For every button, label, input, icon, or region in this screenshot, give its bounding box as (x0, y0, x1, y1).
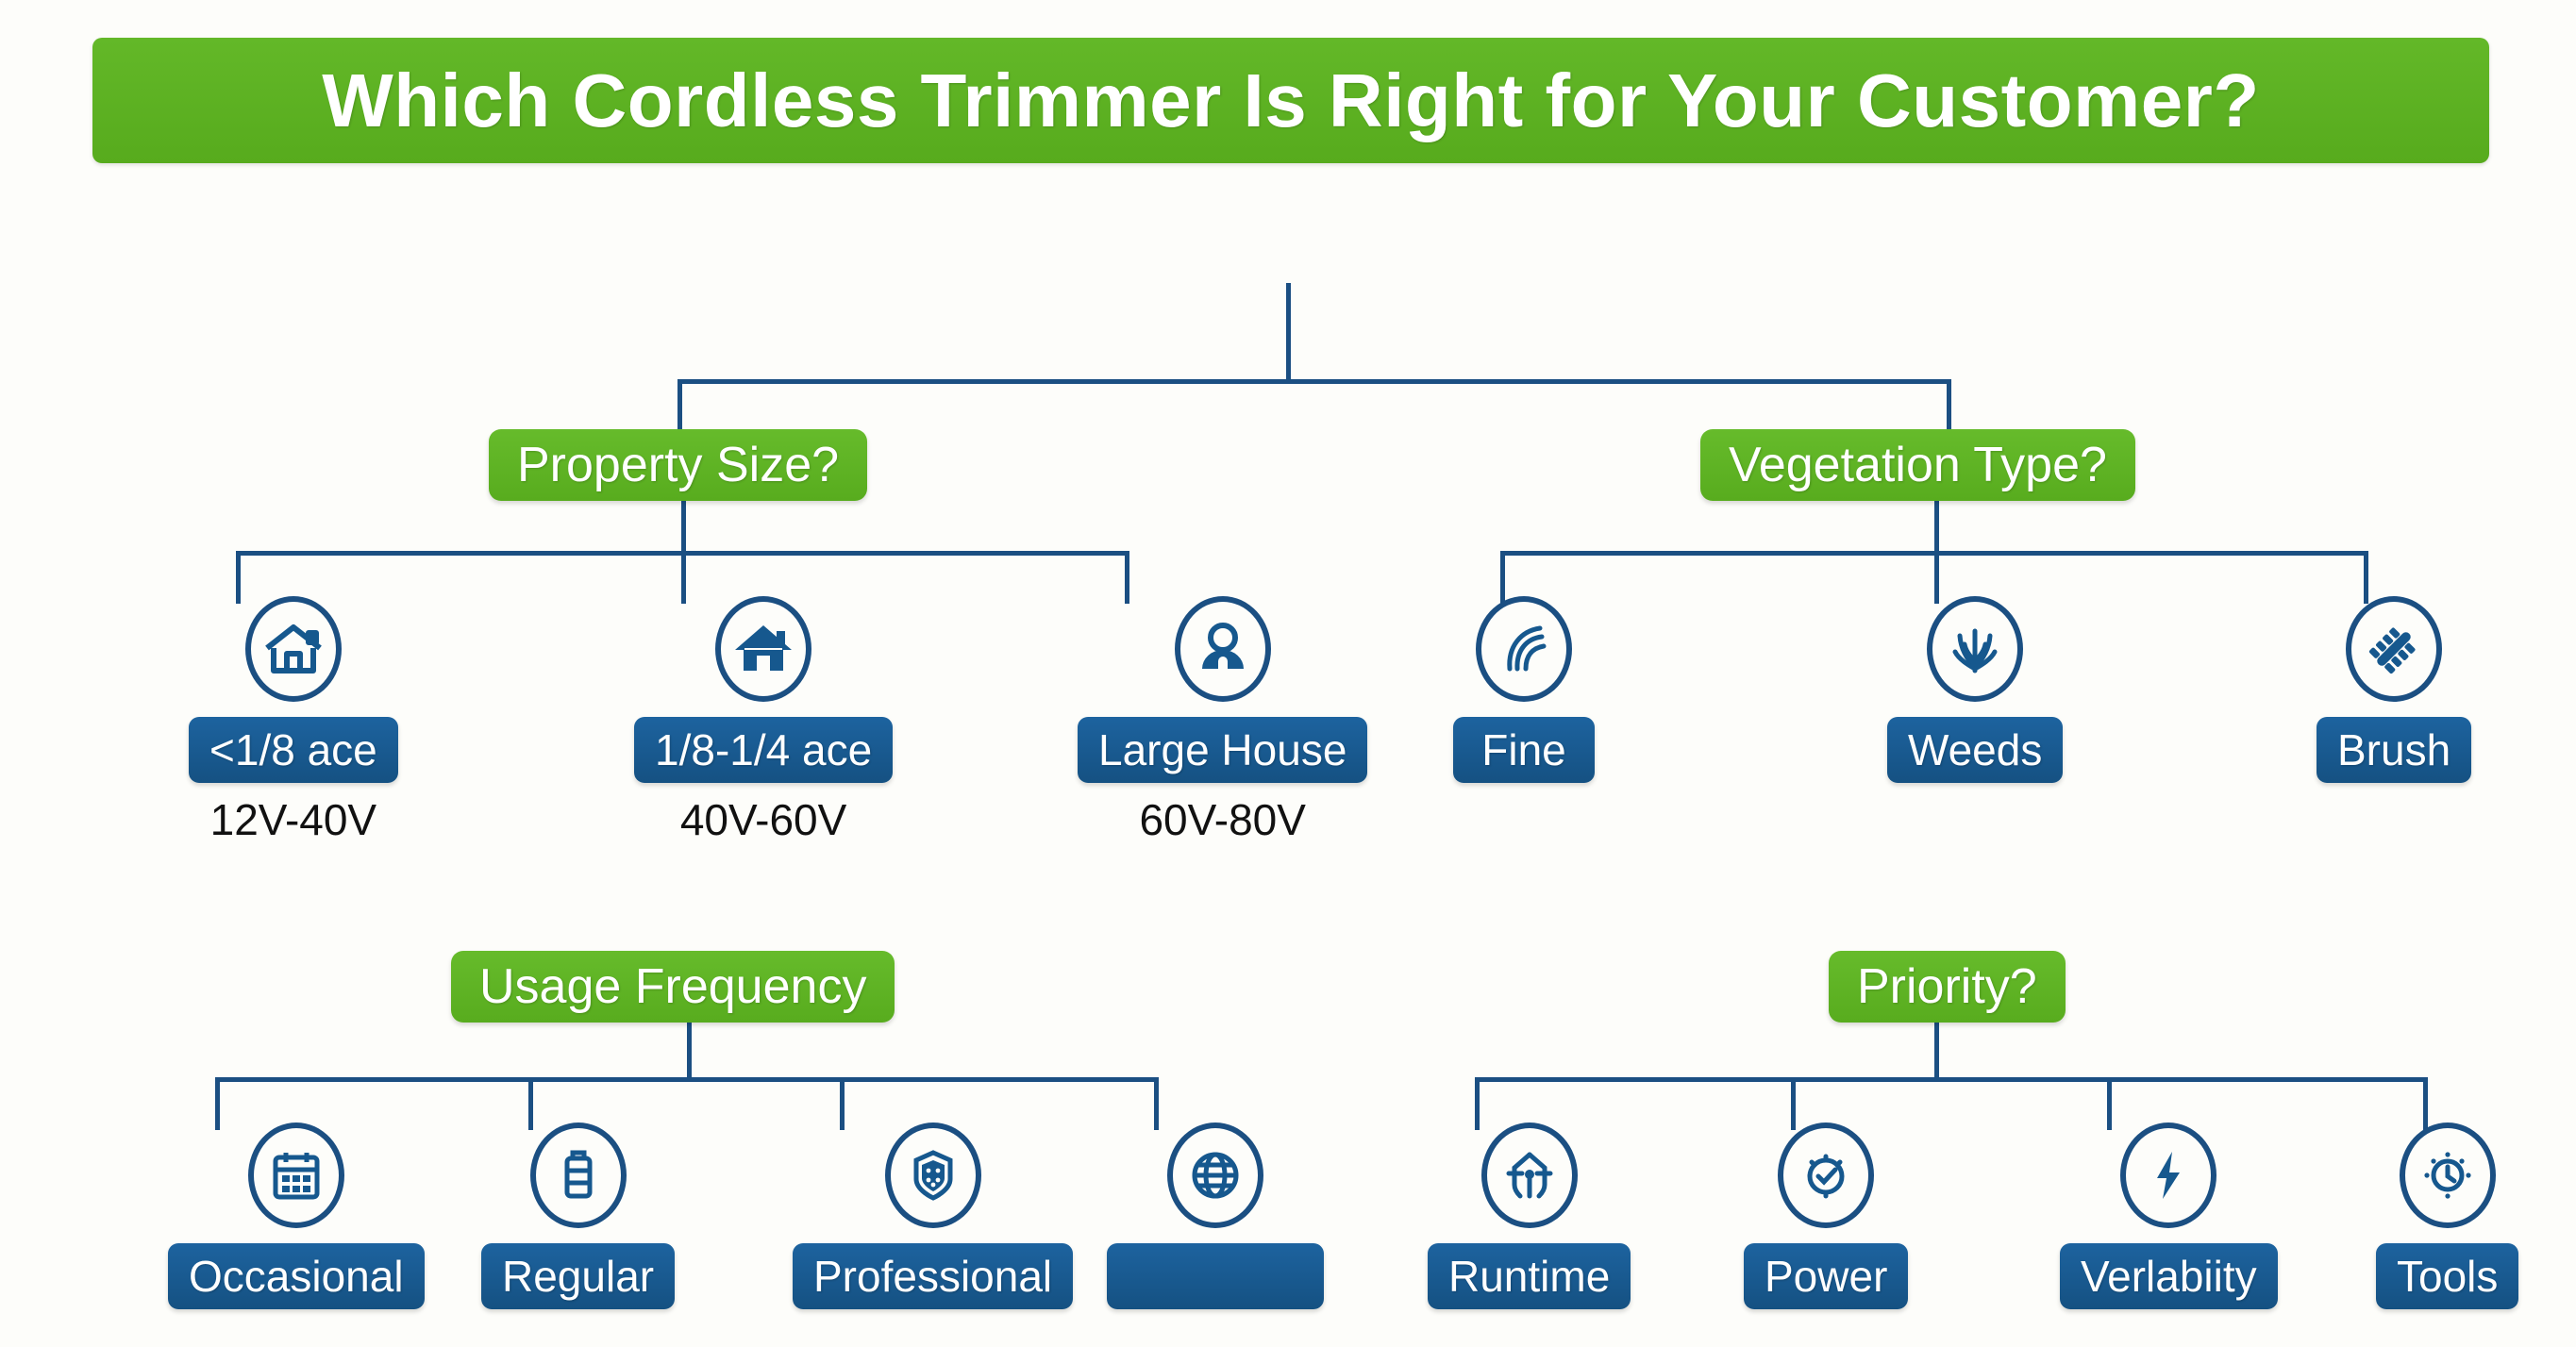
node-usage-1[interactable]: Regular (481, 1122, 676, 1309)
priority-stem-line (1934, 1023, 1939, 1079)
label-vegetation-0[interactable]: Fine (1453, 717, 1595, 783)
label-vegetation-1[interactable]: Weeds (1887, 717, 2064, 783)
property-size-stem-line (681, 501, 686, 554)
node-usage-3[interactable] (1107, 1122, 1324, 1309)
battery-icon (529, 1122, 627, 1228)
priority-drop-2 (1791, 1077, 1796, 1130)
priority-drop-3 (2107, 1077, 2112, 1130)
label-vegetation-2[interactable]: Brush (2317, 717, 2472, 783)
trimmer-head-icon (1480, 1122, 1578, 1228)
label-text: <1/8 ace (209, 725, 377, 774)
node-vegetation-1[interactable]: Weeds (1887, 596, 2064, 783)
vegetation-stem-line (1934, 501, 1939, 554)
globe-icon (1167, 1122, 1263, 1228)
person-icon (1174, 596, 1271, 702)
label-usage-1[interactable]: Regular (481, 1243, 676, 1309)
node-property-size-1[interactable]: 1/8-1/4 ace 40V-60V (634, 596, 894, 845)
usage-drop-1 (215, 1077, 220, 1130)
question-priority-label: Priority? (1857, 959, 2037, 1014)
label-text: Professional (813, 1252, 1053, 1301)
root-drop-right-line (1947, 379, 1951, 438)
label-property-size-1[interactable]: 1/8-1/4 ace (634, 717, 894, 783)
question-property-size-label: Property Size? (517, 438, 840, 492)
priority-drop-4 (2423, 1077, 2428, 1130)
root-horizontal-line (677, 379, 1951, 384)
label-text: Brush (2337, 725, 2451, 774)
label-text: Fine (1481, 725, 1566, 774)
label-text: Regular (502, 1252, 655, 1301)
node-property-size-0[interactable]: <1/8 ace 12V-40V (189, 596, 398, 845)
lightning-bolt-icon (2120, 1122, 2217, 1228)
priority-horizontal-line (1475, 1077, 2428, 1082)
root-drop-left-line (677, 379, 682, 438)
property-size-drop-1 (236, 551, 241, 604)
question-usage-frequency-label: Usage Frequency (479, 959, 867, 1014)
vegetation-drop-1 (1500, 551, 1505, 604)
label-property-size-2[interactable]: Large House (1078, 717, 1368, 783)
label-usage-2[interactable]: Professional (793, 1243, 1074, 1309)
question-usage-frequency[interactable]: Usage Frequency (451, 951, 895, 1023)
label-usage-0[interactable]: Occasional (168, 1243, 425, 1309)
question-priority[interactable]: Priority? (1829, 951, 2066, 1023)
node-priority-1[interactable]: Power (1744, 1122, 1909, 1309)
node-priority-2[interactable]: Verlabiity (2060, 1122, 2278, 1309)
usage-drop-4 (1154, 1077, 1159, 1130)
node-usage-2[interactable]: Professional (793, 1122, 1074, 1309)
usage-drop-3 (840, 1077, 845, 1130)
calendar-icon (247, 1122, 344, 1228)
label-text: Verlabiity (2081, 1252, 2257, 1301)
node-property-size-2[interactable]: Large House 60V-80V (1078, 596, 1368, 845)
label-priority-3[interactable]: Tools (2376, 1243, 2519, 1309)
house-solid-icon (715, 596, 812, 702)
vegetation-drop-3 (2364, 551, 2368, 604)
label-usage-3[interactable] (1107, 1243, 1324, 1309)
property-size-drop-3 (1125, 551, 1129, 604)
usage-horizontal-line (215, 1077, 1159, 1082)
label-text: 1/8-1/4 ace (655, 725, 873, 774)
page-title: Which Cordless Trimmer Is Right for Your… (322, 58, 2260, 142)
question-vegetation-type[interactable]: Vegetation Type? (1700, 429, 2135, 501)
clock-icon (2399, 1122, 2496, 1228)
node-vegetation-0[interactable]: Fine (1453, 596, 1595, 783)
node-vegetation-2[interactable]: Brush (2317, 596, 2472, 783)
shield-badge-icon (884, 1122, 981, 1228)
house-outline-icon (244, 596, 342, 702)
property-size-drop-2 (681, 551, 686, 604)
label-text: Runtime (1448, 1252, 1611, 1301)
label-text: Tools (2397, 1252, 2499, 1301)
label-priority-2[interactable]: Verlabiity (2060, 1243, 2278, 1309)
label-property-size-0[interactable]: <1/8 ace (189, 717, 398, 783)
stopwatch-check-icon (1778, 1122, 1875, 1228)
fine-grass-icon (1476, 596, 1572, 702)
label-text: Occasional (189, 1252, 404, 1301)
usage-stem-line (687, 1023, 692, 1079)
root-stem-line (1286, 283, 1291, 382)
node-priority-0[interactable]: Runtime (1428, 1122, 1631, 1309)
label-text: Large House (1098, 725, 1347, 774)
label-text: Weeds (1908, 725, 2043, 774)
usage-drop-2 (528, 1077, 533, 1130)
label-text: Power (1765, 1252, 1888, 1301)
page-title-banner: Which Cordless Trimmer Is Right for Your… (92, 38, 2489, 163)
question-vegetation-type-label: Vegetation Type? (1729, 438, 2107, 492)
sublabel-property-size-1: 40V-60V (679, 795, 847, 844)
node-usage-0[interactable]: Occasional (168, 1122, 425, 1309)
sublabel-property-size-0: 12V-40V (209, 795, 377, 844)
vegetation-drop-2 (1934, 551, 1939, 604)
weeds-plant-icon (1927, 596, 2024, 702)
brush-blade-icon (2346, 596, 2443, 702)
question-property-size[interactable]: Property Size? (489, 429, 868, 501)
node-priority-3[interactable]: Tools (2376, 1122, 2519, 1309)
priority-drop-1 (1475, 1077, 1480, 1130)
label-priority-1[interactable]: Power (1744, 1243, 1909, 1309)
sublabel-property-size-2: 60V-80V (1139, 795, 1306, 844)
label-priority-0[interactable]: Runtime (1428, 1243, 1631, 1309)
